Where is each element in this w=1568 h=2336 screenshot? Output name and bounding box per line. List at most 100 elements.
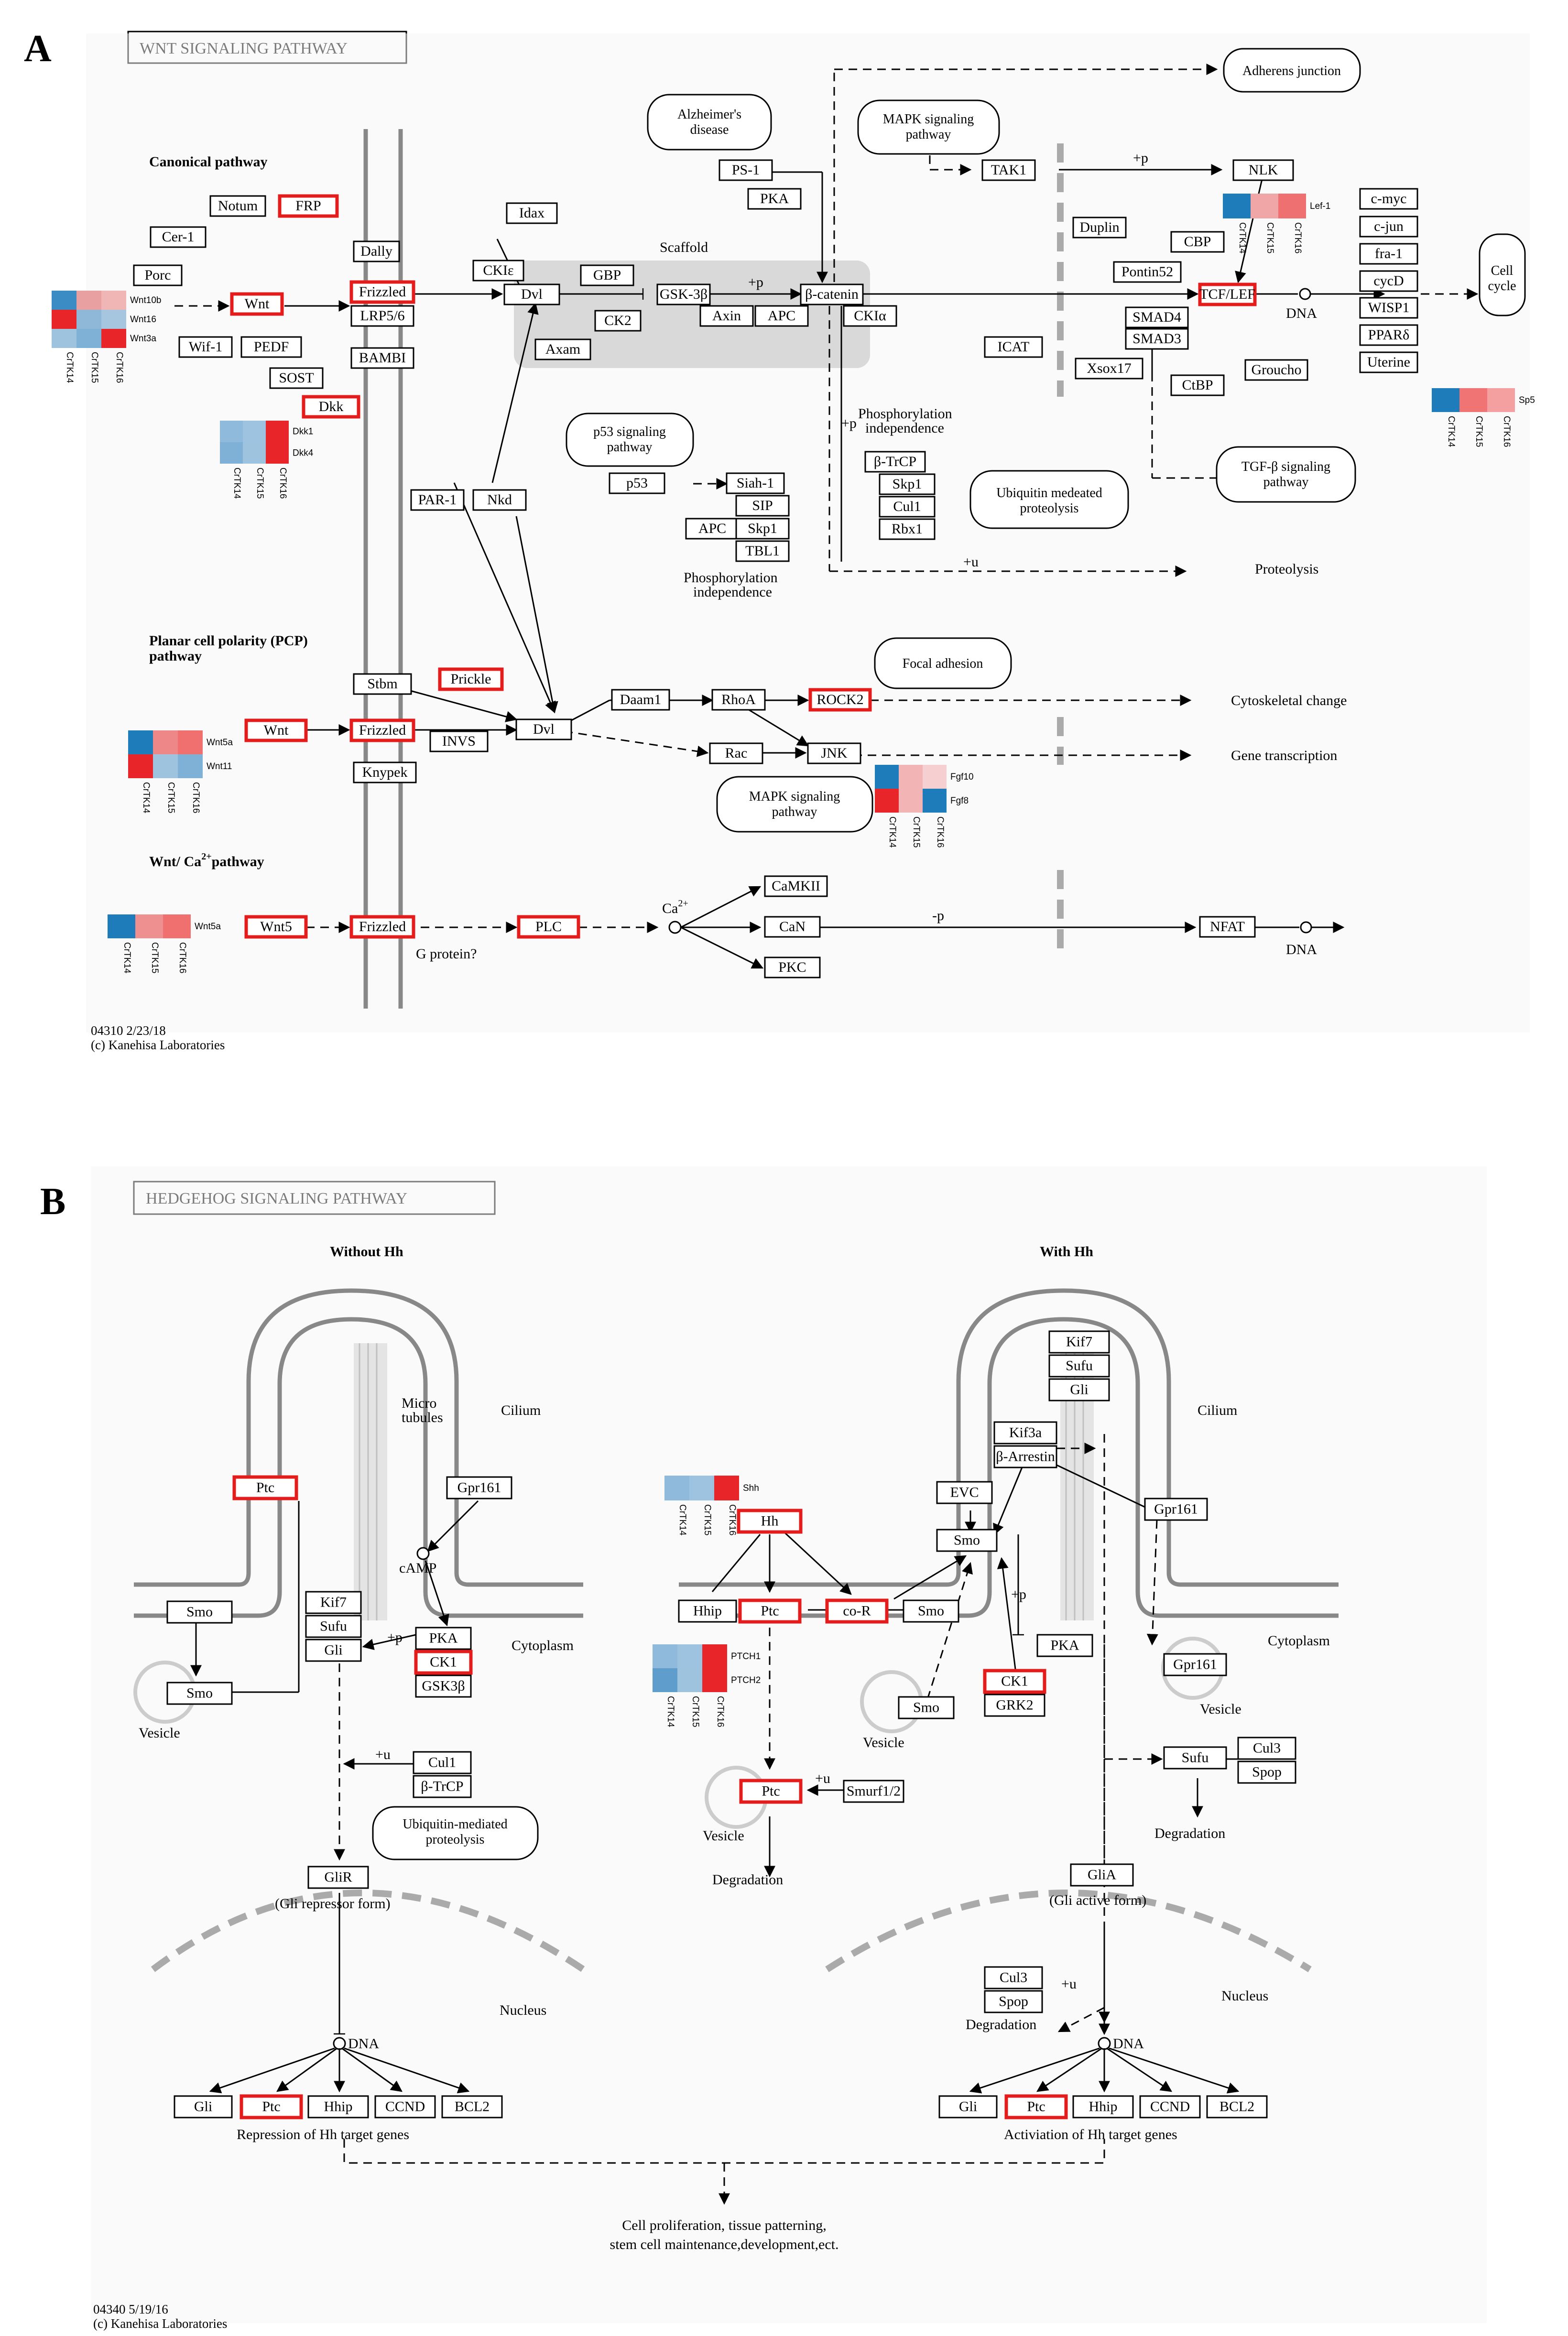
gene-bambi[interactable]: BAMBI bbox=[350, 347, 414, 369]
gene-pka[interactable]: PKA bbox=[747, 188, 802, 210]
rounded-focal[interactable]: Focal adhesion bbox=[874, 637, 1012, 689]
gene-p53[interactable]: p53 bbox=[609, 472, 665, 494]
gene-tcf[interactable]: TCF/LEF bbox=[1198, 282, 1257, 306]
gene-t-ptc-l[interactable]: Ptc bbox=[240, 2094, 303, 2119]
gene-gli-r[interactable]: Gli bbox=[1048, 1378, 1110, 1402]
gene-cul3-n[interactable]: Cul3 bbox=[984, 1966, 1043, 1989]
gene-wnt5[interactable]: Wnt5 bbox=[244, 915, 308, 939]
gene-invs[interactable]: INVS bbox=[429, 730, 489, 752]
gene-frizzled-c[interactable]: Frizzled bbox=[349, 280, 415, 304]
gene-gli-l[interactable]: Gli bbox=[305, 1639, 362, 1662]
gene-ppard[interactable]: PPARδ bbox=[1359, 324, 1418, 346]
gene-uterine[interactable]: Uterine bbox=[1359, 351, 1418, 373]
gene-cycd[interactable]: cycD bbox=[1359, 270, 1418, 292]
gene-cmyc[interactable]: c-myc bbox=[1359, 188, 1418, 210]
gene-dvl-c[interactable]: Dvl bbox=[503, 283, 560, 305]
gene-pkc[interactable]: PKC bbox=[764, 956, 821, 978]
gene-gpr161-v[interactable]: Gpr161 bbox=[1163, 1653, 1227, 1676]
gene-grk2[interactable]: GRK2 bbox=[984, 1694, 1045, 1717]
gene-ctbp[interactable]: CtBP bbox=[1170, 374, 1225, 396]
gene-ckie[interactable]: CKIε bbox=[472, 260, 524, 282]
gene-rock2[interactable]: ROCK2 bbox=[808, 688, 872, 712]
gene-ck1-r[interactable]: CK1 bbox=[983, 1669, 1046, 1694]
gene-barr[interactable]: β-Arrestin bbox=[993, 1445, 1057, 1468]
gene-t-gli-l[interactable]: Gli bbox=[174, 2095, 233, 2119]
gene-frizzled-ca[interactable]: Frizzled bbox=[349, 915, 415, 939]
gene-sost[interactable]: SOST bbox=[269, 367, 324, 389]
gene-lrp56[interactable]: LRP5/6 bbox=[350, 305, 414, 327]
gene-skp1b[interactable]: Skp1 bbox=[879, 473, 936, 495]
rounded-mapk-top[interactable]: MAPK signaling pathway bbox=[857, 99, 1000, 155]
gene-spop-n[interactable]: Spop bbox=[984, 1990, 1043, 2013]
gene-smo-m[interactable]: Smo bbox=[903, 1599, 959, 1623]
rounded-alzheimers[interactable]: Alzheimer's disease bbox=[647, 94, 772, 151]
gene-sufu-r[interactable]: Sufu bbox=[1048, 1354, 1110, 1378]
gene-t-ptc-r[interactable]: Ptc bbox=[1004, 2094, 1068, 2119]
gene-cul3-r[interactable]: Cul3 bbox=[1237, 1737, 1296, 1760]
gene-t-ccnd-l[interactable]: CCND bbox=[374, 2095, 436, 2119]
gene-cor[interactable]: co-R bbox=[825, 1598, 889, 1624]
gene-pontin[interactable]: Pontin52 bbox=[1113, 261, 1182, 283]
gene-btrcp-l[interactable]: β-TrCP bbox=[413, 1775, 472, 1798]
rounded-ubiquitin[interactable]: Ubiquitin medeated proteolysis bbox=[969, 470, 1129, 529]
gene-idax[interactable]: Idax bbox=[506, 202, 558, 224]
gene-skp1a[interactable]: Skp1 bbox=[735, 518, 790, 540]
gene-gsk3b[interactable]: GSK-3β bbox=[656, 283, 711, 305]
gene-cul1[interactable]: Cul1 bbox=[879, 496, 936, 518]
gene-fra1[interactable]: fra-1 bbox=[1359, 243, 1418, 265]
gene-wisp1[interactable]: WISP1 bbox=[1359, 297, 1418, 319]
gene-nlk[interactable]: NLK bbox=[1232, 159, 1294, 181]
gene-wif1[interactable]: Wif-1 bbox=[178, 336, 233, 358]
gene-gpr161-l[interactable]: Gpr161 bbox=[446, 1476, 512, 1499]
gene-cer1[interactable]: Cer-1 bbox=[150, 226, 207, 248]
gene-apc2[interactable]: APC bbox=[685, 518, 740, 540]
rounded-cell-cycle[interactable]: Cell cycle bbox=[1479, 233, 1526, 316]
gene-cjun[interactable]: c-jun bbox=[1359, 216, 1418, 238]
gene-t-hhip-r[interactable]: Hhip bbox=[1072, 2095, 1134, 2119]
gene-stbm[interactable]: Stbm bbox=[353, 673, 412, 695]
rounded-mapk-bot[interactable]: MAPK signaling pathway bbox=[716, 776, 873, 833]
gene-smurf[interactable]: Smurf1/2 bbox=[843, 1780, 904, 1803]
gene-cbp[interactable]: CBP bbox=[1170, 231, 1225, 253]
gene-btrcp[interactable]: β-TrCP bbox=[864, 451, 926, 473]
gene-t-gli-r[interactable]: Gli bbox=[938, 2095, 998, 2119]
gene-spop-r[interactable]: Spop bbox=[1237, 1760, 1296, 1784]
gene-ck1-l[interactable]: CK1 bbox=[414, 1650, 473, 1675]
gene-icat[interactable]: ICAT bbox=[984, 336, 1043, 358]
gene-axam[interactable]: Axam bbox=[534, 338, 591, 360]
gene-smo-l1[interactable]: Smo bbox=[166, 1600, 233, 1624]
gene-t-bcl2-r[interactable]: BCL2 bbox=[1206, 2095, 1268, 2119]
gene-dally[interactable]: Dally bbox=[353, 240, 400, 262]
gene-smad3[interactable]: SMAD3 bbox=[1125, 328, 1189, 350]
gene-porc[interactable]: Porc bbox=[133, 264, 183, 286]
gene-smo-l2[interactable]: Smo bbox=[166, 1682, 233, 1705]
rounded-p53[interactable]: p53 signaling pathway bbox=[566, 413, 694, 467]
gene-ptc-m[interactable]: Ptc bbox=[738, 1598, 802, 1624]
gene-frizzled-p[interactable]: Frizzled bbox=[349, 718, 415, 742]
gene-glia[interactable]: GliA bbox=[1070, 1863, 1134, 1887]
gene-gsk3b-l[interactable]: GSK3β bbox=[415, 1674, 472, 1698]
gene-hhip[interactable]: Hhip bbox=[678, 1599, 737, 1623]
gene-notum[interactable]: Notum bbox=[209, 195, 266, 217]
gene-cul1-l[interactable]: Cul1 bbox=[413, 1751, 472, 1774]
rounded-tgfb[interactable]: TGF-β signaling pathway bbox=[1216, 446, 1356, 503]
gene-frp[interactable]: FRP bbox=[278, 194, 339, 218]
gene-rac[interactable]: Rac bbox=[709, 742, 763, 764]
gene-knypek[interactable]: Knypek bbox=[353, 761, 417, 783]
gene-pka-l[interactable]: PKA bbox=[415, 1627, 472, 1650]
gene-nkd[interactable]: Nkd bbox=[472, 489, 527, 511]
gene-dvl-p[interactable]: Dvl bbox=[515, 718, 572, 740]
gene-jnk[interactable]: JNK bbox=[807, 742, 861, 764]
gene-nfat[interactable]: NFAT bbox=[1199, 916, 1256, 938]
gene-sip[interactable]: SIP bbox=[735, 495, 790, 517]
gene-pedf[interactable]: PEDF bbox=[240, 336, 302, 358]
rounded-adherens[interactable]: Adherens junction bbox=[1223, 48, 1361, 93]
gene-t-ccnd-r[interactable]: CCND bbox=[1139, 2095, 1201, 2119]
gene-t-bcl2-l[interactable]: BCL2 bbox=[441, 2095, 503, 2119]
gene-duplin[interactable]: Duplin bbox=[1072, 217, 1127, 239]
gene-sufu-l[interactable]: Sufu bbox=[305, 1615, 362, 1638]
gene-t-hhip-l[interactable]: Hhip bbox=[307, 2095, 369, 2119]
gene-wnt-p[interactable]: Wnt bbox=[244, 718, 308, 742]
gene-evc[interactable]: EVC bbox=[936, 1481, 993, 1504]
gene-smad4[interactable]: SMAD4 bbox=[1125, 306, 1189, 328]
